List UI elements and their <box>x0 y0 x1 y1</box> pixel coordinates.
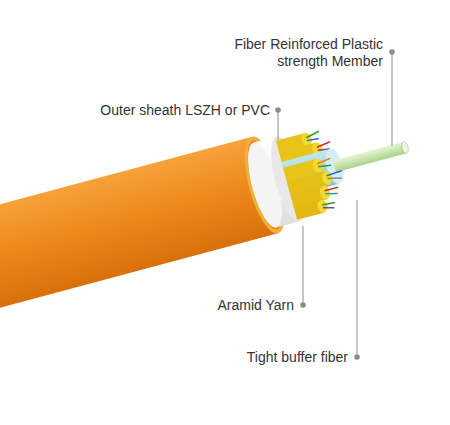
callout-label: Aramid Yarn <box>150 297 294 314</box>
callout-label: Tight buffer fiber <box>150 349 348 366</box>
leader-lines <box>275 49 395 360</box>
callout-label: Outer sheath LSZH or PVC <box>40 102 270 119</box>
callout-label: Fiber Reinforced Plastic strength Member <box>223 36 383 70</box>
